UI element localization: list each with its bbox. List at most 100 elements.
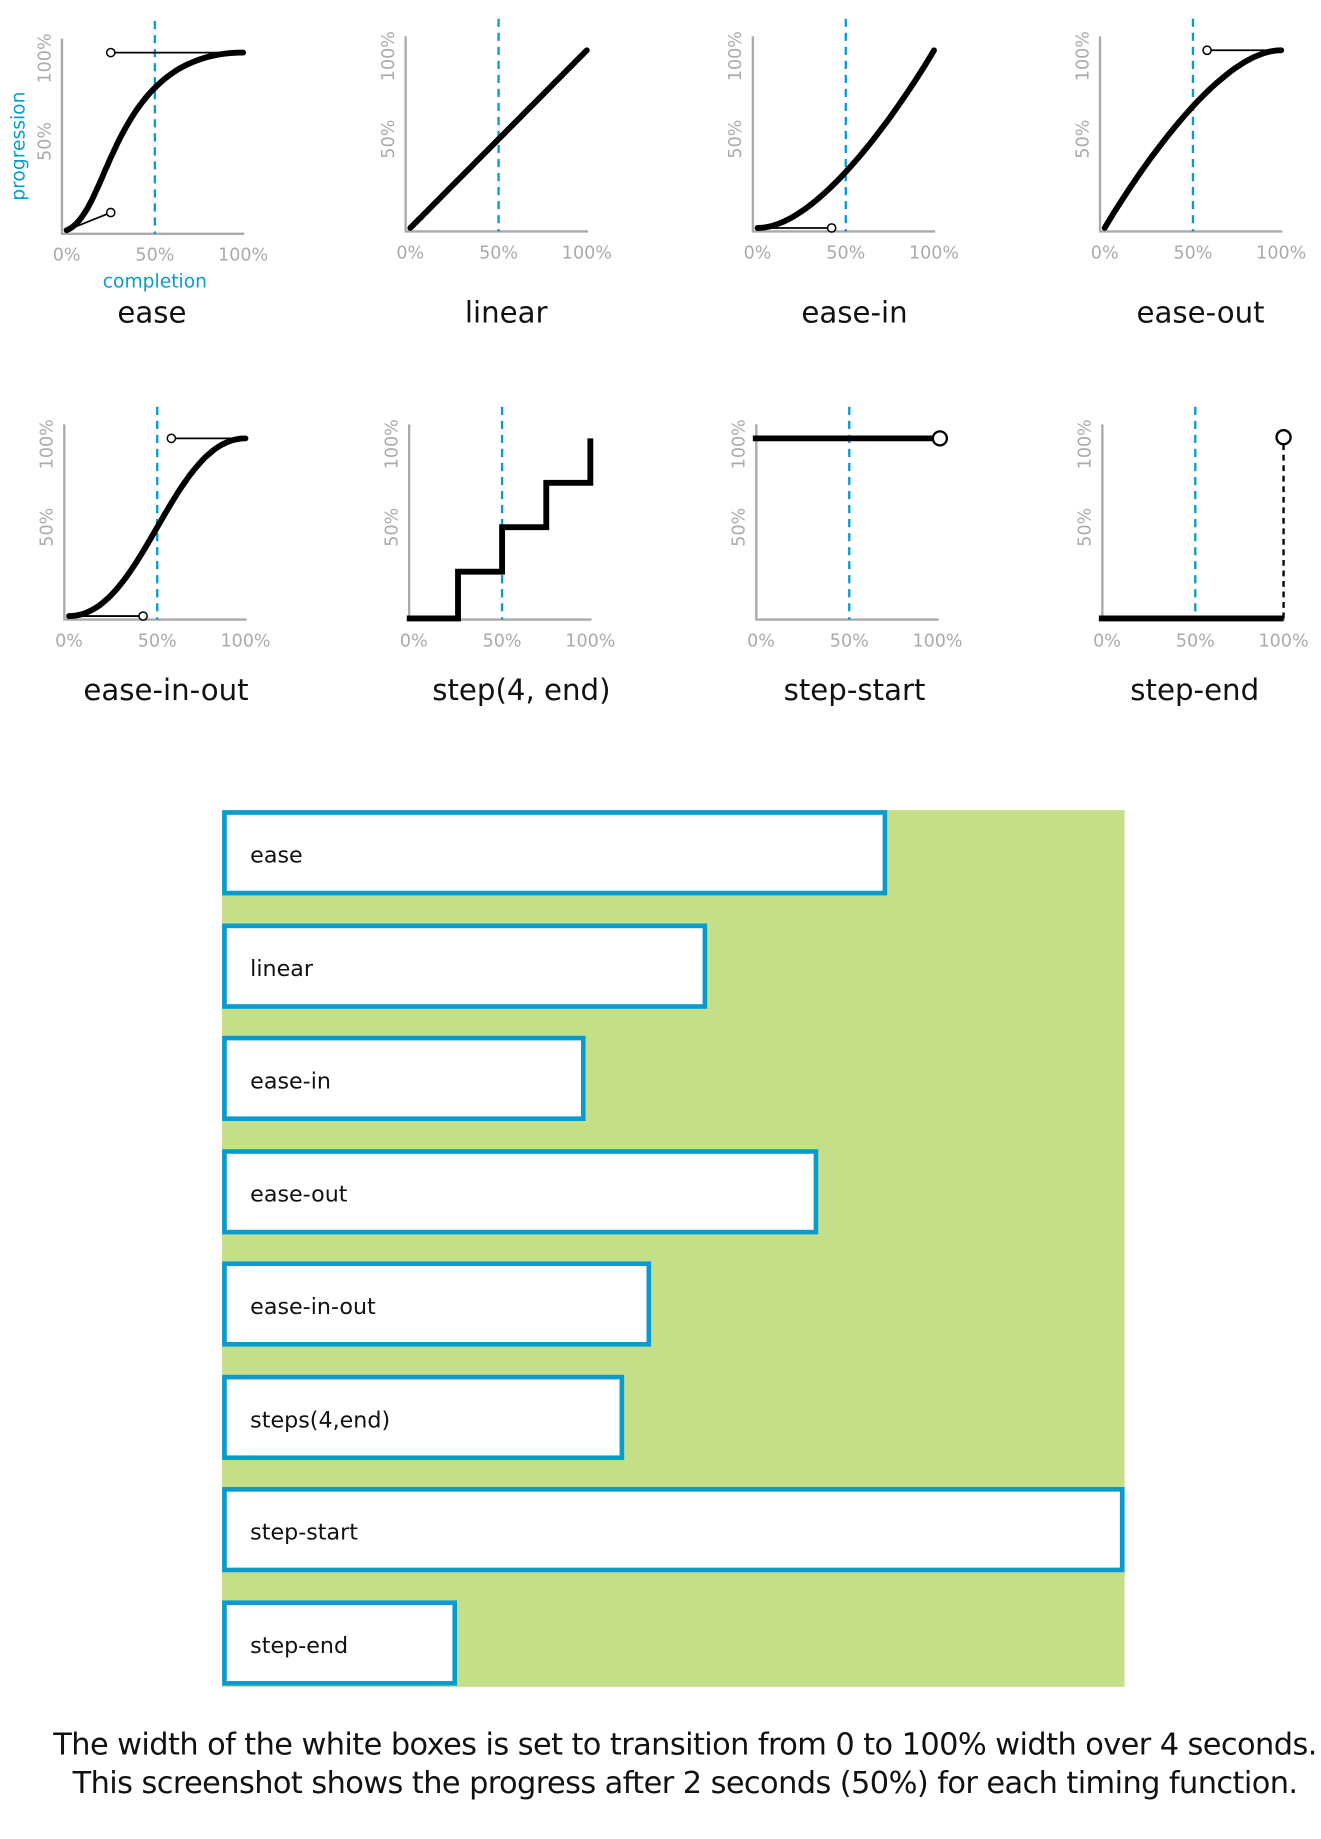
chart-linear: 0% 50% 100% 50% 100% xyxy=(379,18,612,263)
transition-box-steps-4-end-: steps(4,end) xyxy=(222,1374,625,1460)
x-tick-label: 50% xyxy=(138,631,177,651)
y-tick-label: 100% xyxy=(1073,31,1093,81)
chart-title: step-end xyxy=(1130,673,1260,708)
transition-box-ease-in: ease-in xyxy=(222,1035,586,1122)
y-tick-label: 50% xyxy=(379,120,399,159)
box-label: ease-out xyxy=(250,1181,348,1207)
timing-curve xyxy=(63,49,247,234)
chart-step-4-end-: 0% 50% 100% 50% 100% xyxy=(382,406,615,651)
y-tick-label: 50% xyxy=(382,508,402,547)
y-tick-label: 100% xyxy=(726,31,746,81)
axes xyxy=(63,424,247,621)
chart-ease-in: 0% 50% 100% 50% 100% xyxy=(726,18,959,263)
transition-box-step-end: step-end xyxy=(222,1599,458,1686)
x-tick-label: 50% xyxy=(479,243,518,263)
y-tick-label: 100% xyxy=(1076,419,1096,469)
axes xyxy=(751,36,936,233)
box-label: step-start xyxy=(250,1519,358,1546)
axes xyxy=(60,38,245,235)
timing-curve xyxy=(406,438,594,622)
open-endpoint-icon xyxy=(1275,429,1292,446)
x-tick-label: 0% xyxy=(396,243,424,263)
y-tick-label: 100% xyxy=(35,33,55,83)
y-tick-label: 100% xyxy=(379,31,399,81)
x-tick-label: 100% xyxy=(220,631,270,651)
x-tick-label: 50% xyxy=(135,246,174,266)
y-tick-label: 50% xyxy=(726,120,746,159)
x-tick-label: 100% xyxy=(562,243,612,263)
chart-step-start: 0% 50% 100% 50% 100% xyxy=(730,406,963,651)
timing-curve xyxy=(66,435,249,619)
y-tick-label: 50% xyxy=(38,508,58,547)
box-label: ease-in-out xyxy=(250,1294,376,1320)
box-label: linear xyxy=(250,955,313,982)
timing-curve xyxy=(754,47,937,231)
x-tick-label: 100% xyxy=(565,631,615,651)
chart-title: linear xyxy=(464,295,548,330)
axes xyxy=(404,36,589,233)
box-label: step-end xyxy=(250,1632,349,1659)
chart-title: ease-in xyxy=(801,295,908,330)
x-tick-label: 0% xyxy=(1093,631,1121,651)
transition-demo-area: ease linear ease-in ease-out ease-in-out step… xyxy=(222,810,1125,1687)
open-endpoint-icon xyxy=(931,430,949,447)
box-label: ease-in xyxy=(250,1068,331,1095)
chart-ease-out: 0% 50% 100% 50% 100% xyxy=(1073,18,1306,263)
transition-box-step-start: step-start xyxy=(222,1486,1125,1573)
chart-title: step(4, end) xyxy=(432,673,611,708)
y-axis-label: progression xyxy=(9,92,30,201)
y-tick-label: 100% xyxy=(38,419,58,469)
x-tick-label: 50% xyxy=(826,243,865,263)
control-point-handle xyxy=(138,611,148,621)
y-tick-label: 50% xyxy=(730,508,750,547)
y-tick-label: 50% xyxy=(1076,508,1096,547)
transition-box-linear: linear xyxy=(222,922,708,1009)
x-tick-label: 50% xyxy=(830,631,869,651)
axes xyxy=(1101,424,1285,621)
x-tick-label: 0% xyxy=(744,243,772,263)
y-tick-label: 50% xyxy=(35,122,55,161)
chart-title: step-start xyxy=(783,673,926,708)
chart-title: ease-in-out xyxy=(83,673,249,708)
box-label: ease xyxy=(250,842,303,869)
control-point-handle xyxy=(105,47,116,58)
axes xyxy=(407,424,592,621)
control-point-handle xyxy=(826,223,837,233)
transition-box-ease: ease xyxy=(222,810,888,896)
caption-line-1: The width of the white boxes is set to t… xyxy=(53,1727,1317,1763)
box-label: steps(4,end) xyxy=(250,1406,391,1433)
control-point-handle xyxy=(1202,45,1212,56)
x-tick-label: 100% xyxy=(1259,631,1309,651)
x-tick-label: 100% xyxy=(218,246,268,266)
x-tick-label: 100% xyxy=(909,243,959,263)
control-point-handle xyxy=(105,207,116,218)
x-tick-label: 0% xyxy=(747,631,775,651)
y-tick-label: 100% xyxy=(730,419,750,469)
x-axis-label: completion xyxy=(103,272,207,293)
axes xyxy=(1098,36,1283,233)
transition-box-ease-out: ease-out xyxy=(222,1148,818,1234)
chart-title: ease xyxy=(117,295,187,330)
x-tick-label: 0% xyxy=(53,246,81,266)
x-tick-label: 0% xyxy=(1091,243,1119,263)
transition-box-ease-in-out: ease-in-out xyxy=(222,1261,652,1347)
y-tick-label: 50% xyxy=(1073,120,1093,159)
x-tick-label: 100% xyxy=(1256,243,1306,263)
x-tick-label: 0% xyxy=(400,631,428,651)
x-tick-label: 50% xyxy=(483,631,522,651)
chart-step-end: 0% 50% 100% 50% 100% xyxy=(1076,406,1309,651)
chart-title: ease-out xyxy=(1136,295,1265,330)
y-tick-label: 100% xyxy=(382,419,402,469)
x-tick-label: 50% xyxy=(1176,631,1215,651)
axes xyxy=(755,424,939,621)
x-tick-label: 50% xyxy=(1173,243,1212,263)
timing-function-charts: 0%50%100%50%100%progressioncompletion0%5… xyxy=(9,18,1309,651)
chart-ease-in-out: 0% 50% 100% 50% 100% xyxy=(38,406,271,651)
caption-line-2: This screenshot shows the progress after… xyxy=(72,1766,1298,1802)
x-tick-label: 0% xyxy=(55,631,83,651)
control-point-handle xyxy=(166,433,177,444)
x-tick-label: 100% xyxy=(912,631,962,651)
timing-curve xyxy=(407,47,590,231)
